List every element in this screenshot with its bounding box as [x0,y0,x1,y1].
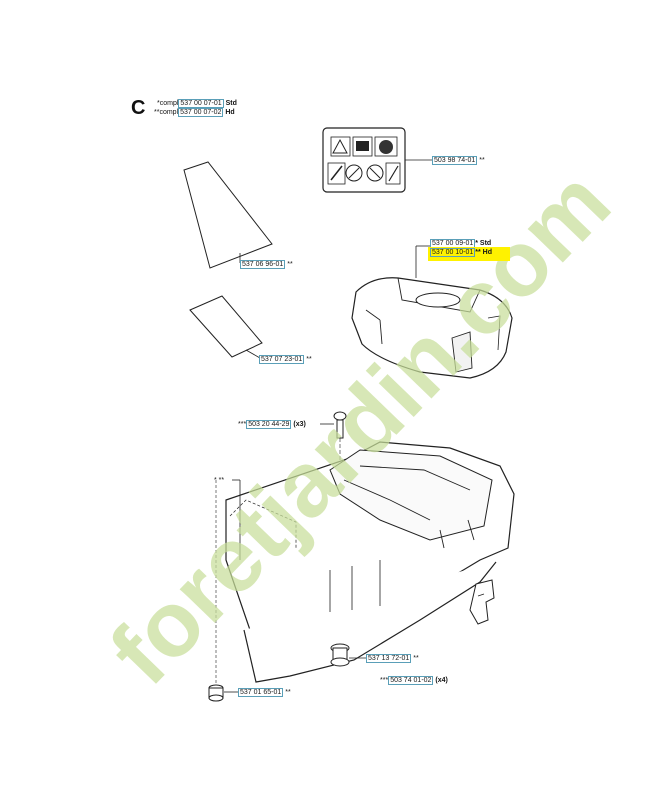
callout-small-decal: 537 07 23-01 ** [259,355,312,364]
callout-clip-prefix: *** [380,677,389,684]
callout-screw-suffix: (x3) [293,421,306,428]
callout-foot-suffix: ** [285,689,291,696]
clip-drawing [469,579,495,625]
housing-drawing [225,441,515,683]
part-number-screw[interactable]: 503 20 44-29 [246,420,292,429]
callout-warning-decal-suffix: ** [479,157,485,164]
filter-cover-drawing [351,277,513,379]
callout-warning-decal: 503 98 74-01 ** [432,156,485,165]
part-number-tall-decal[interactable]: 537 06 96-01 [240,260,286,269]
small-decal-drawing [189,295,263,358]
callout-housing-ref: * ** [214,477,225,484]
part-number-filter-cover-hd[interactable]: 537 00 10-01 [430,248,476,257]
part-number-small-decal[interactable]: 537 07 23-01 [259,355,305,364]
callout-filter-cover-hd: 537 00 10-01** Hd [428,247,510,261]
part-number-hd-assembly[interactable]: 537 00 07-02 [178,108,224,117]
warning-decal-drawing [322,127,406,193]
part-number-clip[interactable]: 503 74 01-02 [388,676,434,685]
callout-grommet: 537 13 72-01 ** [366,654,419,663]
callout-screw-prefix: *** [238,421,247,428]
callout-grommet-suffix: ** [413,655,419,662]
part-number-warning-decal[interactable]: 503 98 74-01 [432,156,478,165]
part-number-foot[interactable]: 537 01 65-01 [238,688,284,697]
callout-tall-decal-suffix: ** [287,261,293,268]
header-std-suffix: Std [225,100,237,107]
part-number-filter-cover-std[interactable]: 537 00 09-01 [430,239,476,248]
callout-clip: ***503 74 01-02 (x4) [380,676,448,685]
header-hd-prefix: **compl [154,109,179,116]
part-number-std-assembly[interactable]: 537 00 07-01 [178,99,224,108]
callout-filter-cover-std: 537 00 09-01* Std [430,239,491,248]
callout-screw: ***503 20 44-29 (x3) [238,420,306,429]
callout-tall-decal: 537 06 96-01 ** [240,260,293,269]
section-letter: C [131,97,146,119]
tall-decal-drawing [183,161,273,269]
header-hd-suffix: Hd [225,109,235,116]
callout-filter-cover-hd-suffix: ** Hd [475,249,492,256]
grommet-drawing [330,643,350,667]
callout-small-decal-suffix: ** [306,356,312,363]
header-std-prefix: *compl [157,100,179,107]
callout-foot: 537 01 65-01 ** [238,688,291,697]
callout-clip-suffix: (x4) [435,677,448,684]
part-number-grommet[interactable]: 537 13 72-01 [366,654,412,663]
foot-drawing [208,480,224,702]
callout-filter-cover-std-suffix: * Std [475,240,492,247]
